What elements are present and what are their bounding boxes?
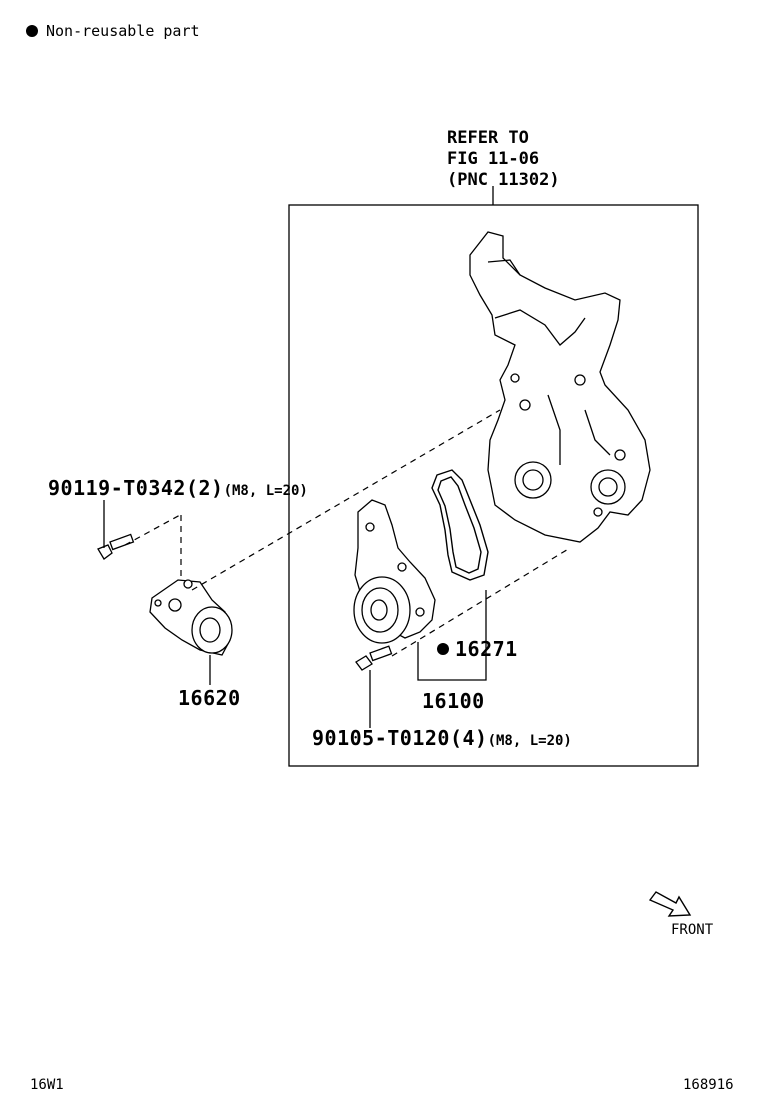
non-reusable-dot-icon [26, 25, 38, 37]
upper-bolt-qty: (2) [185, 476, 224, 500]
alignment-lines [124, 409, 571, 657]
refer-note: REFER TO FIG 11-06 (PNC 11302) [447, 128, 560, 191]
legend-label: Non-reusable part [46, 22, 200, 40]
lower-bolt-qty: (4) [449, 726, 488, 750]
upper-bolt-illustration [97, 533, 135, 560]
lower-bolt-illustration [355, 645, 393, 671]
footer-code-right: 168916 [683, 1077, 734, 1093]
refer-line-2: FIG 11-06 [447, 149, 540, 169]
refer-line-3: (PNC 11302) [447, 170, 560, 190]
lower-bolt-spec: (M8, L=20) [487, 733, 572, 749]
timing-cover-illustration [469, 231, 651, 543]
refer-line-1: REFER TO [447, 128, 529, 148]
water-pump-illustration [353, 499, 436, 644]
front-arrow-icon [648, 891, 692, 917]
gasket-illustration [431, 469, 489, 581]
front-label: FRONT [671, 922, 714, 938]
part-label-upper-bolt[interactable]: 90119-T0342(2)(M8, L=20) [48, 476, 308, 500]
gasket-non-reusable-dot-icon [437, 643, 449, 655]
legend: Non-reusable part [26, 22, 200, 40]
upper-bolt-spec: (M8, L=20) [223, 483, 308, 499]
part-label-tensioner[interactable]: 16620 [178, 686, 241, 710]
part-label-water-pump[interactable]: 16100 [422, 689, 485, 713]
leader-lines [103, 500, 487, 728]
gasket-number: 16271 [455, 637, 518, 661]
part-label-lower-bolt[interactable]: 90105-T0120(4)(M8, L=20) [312, 726, 572, 750]
lower-bolt-number: 90105-T0120 [312, 726, 450, 750]
upper-bolt-number: 90119-T0342 [48, 476, 186, 500]
part-label-gasket[interactable]: 16271 [437, 637, 518, 661]
footer-code-left: 16W1 [30, 1077, 64, 1093]
tensioner-illustration [149, 579, 233, 656]
